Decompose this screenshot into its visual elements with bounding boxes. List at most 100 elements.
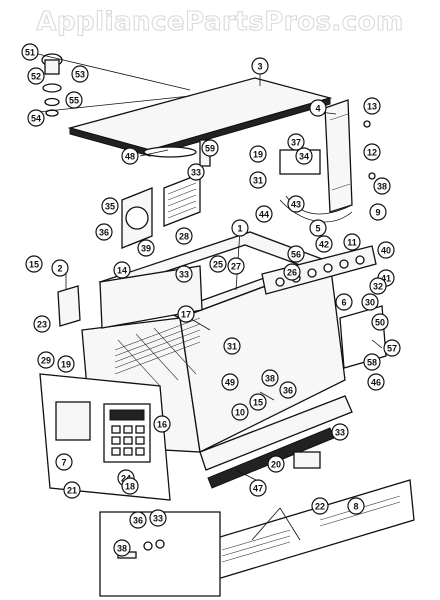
callout-circle [251,57,269,75]
callout-number: 38 [117,544,127,554]
callout-36: 36 [129,511,147,529]
callout-number: 33 [191,168,201,178]
callout-number: 36 [133,516,143,526]
callout-15: 15 [25,255,43,273]
callout-circle [227,257,245,275]
callout-circle [187,163,205,181]
gasket-ring [143,146,197,158]
callout-36: 36 [279,381,297,399]
panel-cutout [55,401,91,441]
callout-number: 41 [381,274,391,284]
callout-number: 50 [375,318,385,328]
callout-circle [371,313,389,331]
callout-23: 23 [33,315,51,333]
callout-29: 29 [37,351,55,369]
callout-39: 39 [137,239,155,257]
knob-ring [45,109,59,117]
callout-number: 46 [371,378,381,388]
callout-circle [201,139,219,157]
callout-circle [279,381,297,399]
callout-number: 36 [283,386,293,396]
callout-circle [51,259,69,277]
callout-number: 1 [237,224,242,234]
callout-38: 38 [373,177,391,195]
callout-circle [175,227,193,245]
callout-3: 3 [251,57,269,75]
callout-number: 55 [69,96,79,106]
callout-circle [249,171,267,189]
callout-number: 29 [41,356,51,366]
callout-circle [27,67,45,85]
knob-washer [42,83,62,93]
vent-grille-slats [167,182,197,219]
callout-circle [113,261,131,279]
callout-number: 33 [179,270,189,280]
callout-33: 33 [175,265,193,283]
callout-circle [249,479,267,497]
callout-number: 56 [291,250,301,260]
hinge-bracket [324,99,353,213]
callout-number: 53 [75,70,85,80]
callout-14: 14 [113,261,131,279]
callout-number: 37 [291,138,301,148]
callout-21: 21 [63,481,81,499]
callout-circle [37,351,55,369]
callout-6: 6 [335,293,353,311]
callout-circle [361,293,379,311]
trim-badge [293,451,321,469]
callout-circle [315,235,333,253]
callout-20: 20 [267,455,285,473]
callout-circle [309,99,327,117]
callout-number: 12 [367,148,377,158]
callout-number: 15 [29,260,39,270]
callout-circle [21,43,39,61]
callout-number: 51 [25,48,35,58]
callout-5: 5 [309,219,327,237]
callout-42: 42 [315,235,333,253]
callout-number: 4 [315,104,320,114]
keypad-buttons [111,425,145,456]
callout-number: 42 [319,240,329,250]
callout-number: 20 [271,460,281,470]
watermark-text: AppliancePartsPros.com [36,7,403,37]
callout-number: 17 [181,310,191,320]
callout-number: 52 [31,72,41,82]
callout-number: 30 [365,298,375,308]
callout-circle [369,277,387,295]
callout-27: 27 [227,257,245,275]
callout-44: 44 [255,205,273,223]
callout-30: 30 [361,293,379,311]
callout-circle [153,415,171,433]
pin-nut [155,539,165,549]
callout-circle [129,511,147,529]
callout-number: 19 [61,360,71,370]
callout-circle [295,147,313,165]
bracket-nut [368,172,376,180]
callout-59: 59 [201,139,219,157]
callout-number: 43 [291,200,301,210]
callout-40: 40 [377,241,395,259]
callout-7: 7 [55,453,73,471]
callout-circle [101,197,119,215]
callout-22: 22 [311,497,329,515]
callout-circle [121,477,139,495]
callout-32: 32 [369,277,387,295]
display-window [109,409,145,421]
callout-26: 26 [283,263,301,281]
callout-circle [221,373,239,391]
bottom-trim-rail [199,395,353,471]
callout-37: 37 [287,133,305,151]
callout-circle [249,145,267,163]
callout-number: 39 [141,244,151,254]
callout-circle [363,143,381,161]
parts-drawing [37,53,415,597]
callout-33: 33 [331,423,349,441]
callout-number: 27 [231,262,241,272]
callout-11: 11 [343,233,361,251]
callout-25: 25 [209,255,227,273]
heater-grid [114,317,201,387]
callout-circle [27,109,45,127]
callout-number: 35 [105,202,115,212]
callout-54: 54 [27,109,45,127]
